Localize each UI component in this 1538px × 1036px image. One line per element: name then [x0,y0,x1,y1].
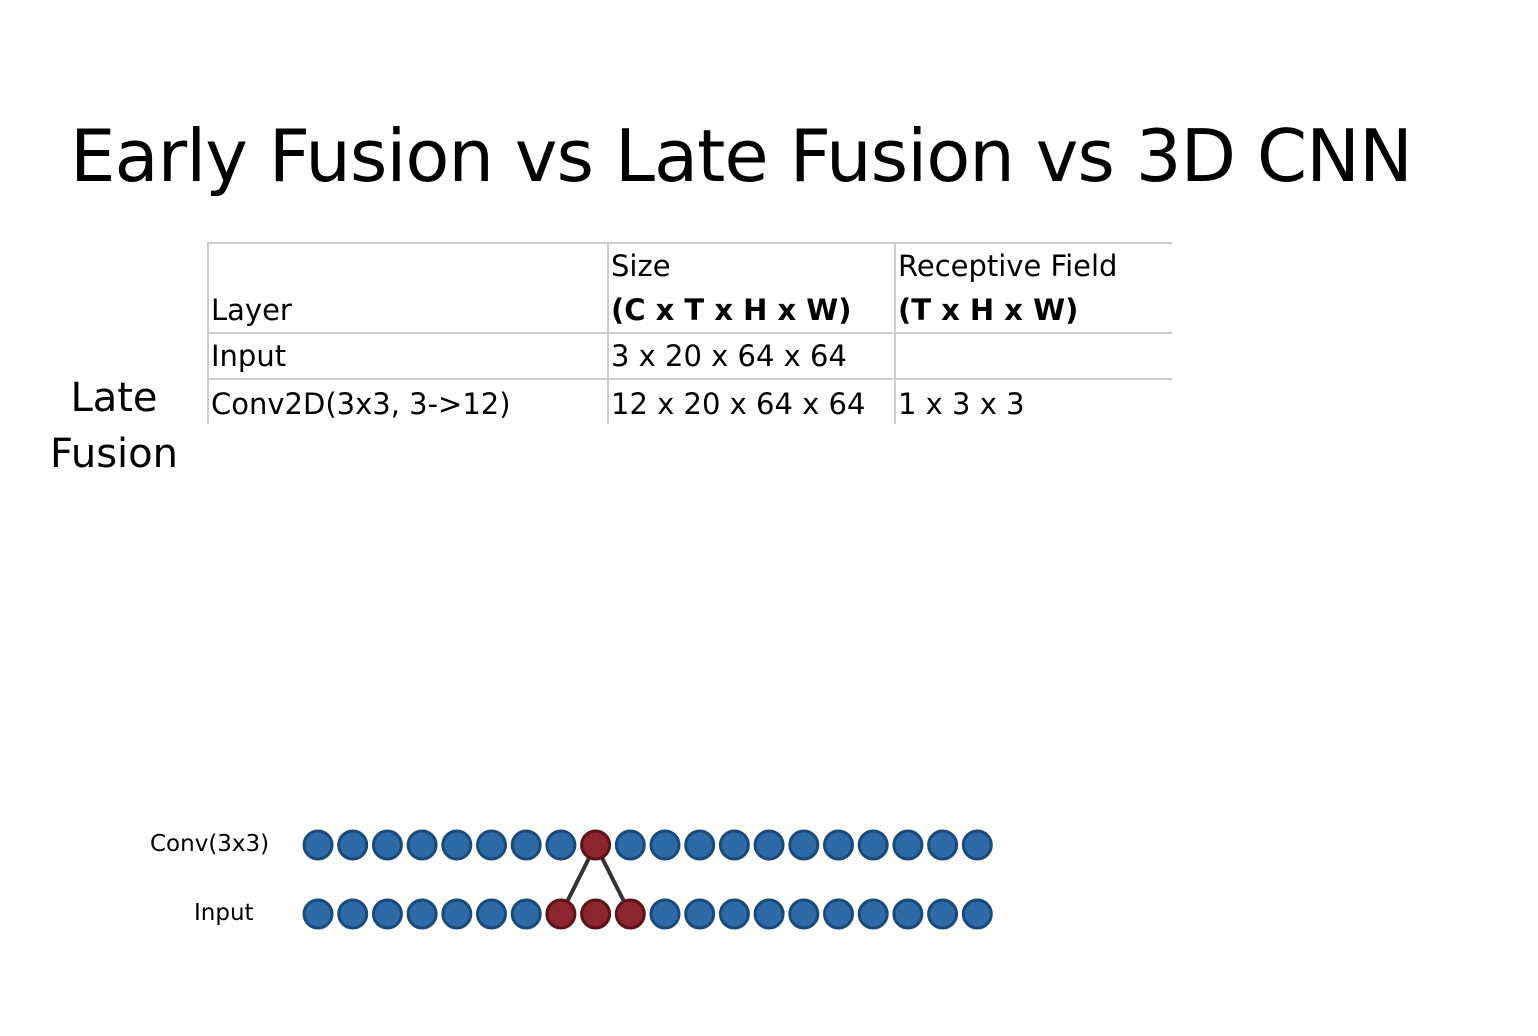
slide-title: Early Fusion vs Late Fusion vs 3D CNN [70,114,1413,198]
input-node [302,898,334,930]
conv-node [961,829,993,861]
conv-node [753,829,785,861]
input-node [927,898,959,930]
late-fusion-label-line2: Fusion [50,431,178,477]
conv-node [823,829,854,861]
input-node [510,898,542,930]
input-node [753,898,785,930]
conv-node [545,829,577,861]
input-node [371,898,403,930]
conv-node [684,829,716,861]
conv-node [857,829,889,861]
input-node [684,898,716,930]
late-fusion-label: Late Fusion [40,370,188,482]
header-layer: Layer [207,242,609,334]
layer-table: Layer Size (C x T x H x W) Receptive Fie… [207,242,1172,424]
table-row: Conv2D(3x3, 3->12) 12 x 20 x 64 x 64 1 x… [207,378,1172,424]
header-receptive-field: Receptive Field (T x H x W) [894,242,1172,334]
input-row-label: Input [194,900,254,926]
conv-node [649,829,681,861]
input-node [857,898,889,930]
input-node [961,898,993,930]
cell-layer: Conv2D(3x3, 3->12) [207,378,609,424]
conv-node [302,829,334,861]
input-node-highlighted [580,898,612,930]
input-node [649,898,681,930]
input-node [337,898,369,930]
input-node-highlighted [545,898,577,930]
input-node [823,898,854,930]
conv-node [892,829,924,861]
input-node [892,898,924,930]
cell-size: 3 x 20 x 64 x 64 [607,332,896,380]
cell-receptive-field: 1 x 3 x 3 [894,378,1172,424]
table-row: Input 3 x 20 x 64 x 64 [207,332,1172,380]
input-node [788,898,820,930]
cell-size: 12 x 20 x 64 x 64 [607,378,896,424]
input-node [441,898,473,930]
conv-node [614,829,646,861]
conv-node [510,829,542,861]
layer-table-container: Layer Size (C x T x H x W) Receptive Fie… [207,242,1172,424]
input-node-highlighted [614,898,646,930]
conv-row-label: Conv(3x3) [150,831,270,857]
input-node [718,898,750,930]
conv-node [476,829,507,861]
node-graph [302,829,993,930]
conv-node [718,829,750,861]
conv-node [406,829,438,861]
header-size: Size (C x T x H x W) [607,242,896,334]
conv-node-highlighted [580,829,612,861]
conv-node [927,829,959,861]
conv-node [337,829,369,861]
conv-node [788,829,820,861]
cell-layer: Input [207,332,609,380]
cell-receptive-field [894,332,1172,380]
late-fusion-label-line1: Late [70,375,158,421]
input-node [406,898,438,930]
conv-node [371,829,403,861]
conv-node [441,829,473,861]
receptive-field-diagram: Conv(3x3) Input [0,800,1538,960]
input-node [476,898,507,930]
table-header-row: Layer Size (C x T x H x W) Receptive Fie… [207,242,1172,334]
